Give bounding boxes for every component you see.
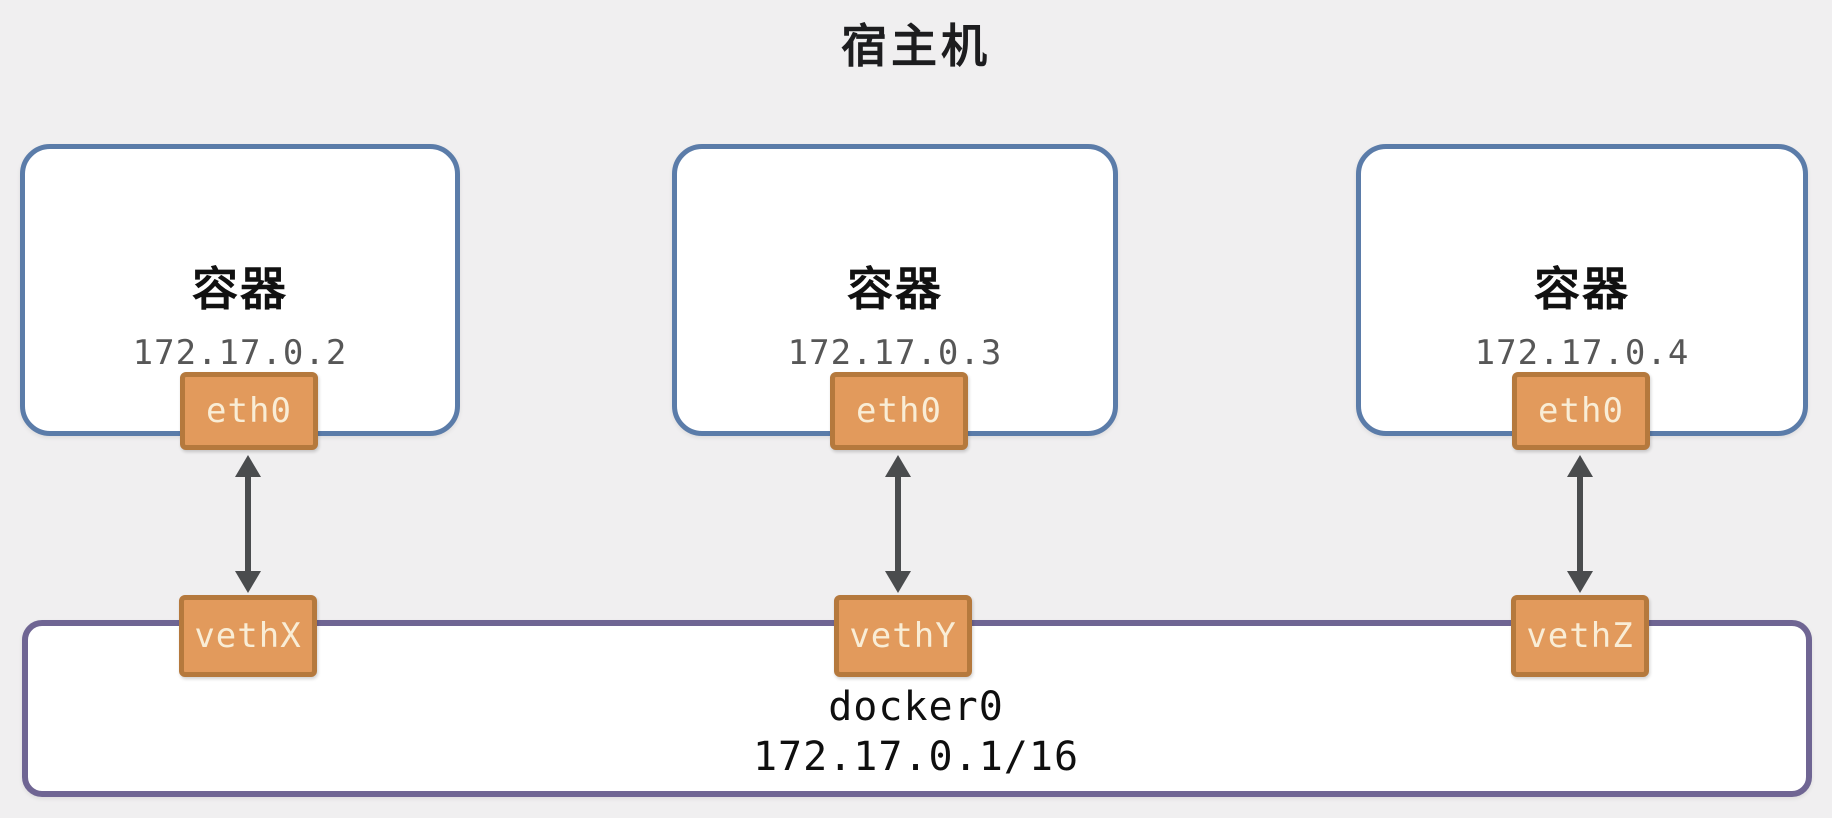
container-label: 容器 [847, 262, 943, 316]
eth0-node: eth0 [1512, 372, 1650, 450]
container-label: 容器 [192, 262, 288, 316]
eth0-node: eth0 [180, 372, 318, 450]
container-ip: 172.17.0.3 [787, 333, 1003, 373]
veth-node: vethZ [1511, 595, 1649, 677]
veth-pair-arrow-icon [235, 455, 261, 593]
container-ip: 172.17.0.4 [1474, 333, 1690, 373]
bridge-cidr: 172.17.0.1/16 [752, 734, 1080, 780]
diagram-title: 宿主机 [841, 19, 991, 73]
veth-node: vethY [834, 595, 972, 677]
container-label: 容器 [1534, 262, 1630, 316]
eth0-node: eth0 [830, 372, 968, 450]
container-ip: 172.17.0.2 [132, 333, 348, 373]
veth-node: vethX [179, 595, 317, 677]
bridge-name: docker0 [828, 684, 1004, 730]
veth-pair-arrow-icon [1567, 455, 1593, 593]
veth-pair-arrow-icon [885, 455, 911, 593]
